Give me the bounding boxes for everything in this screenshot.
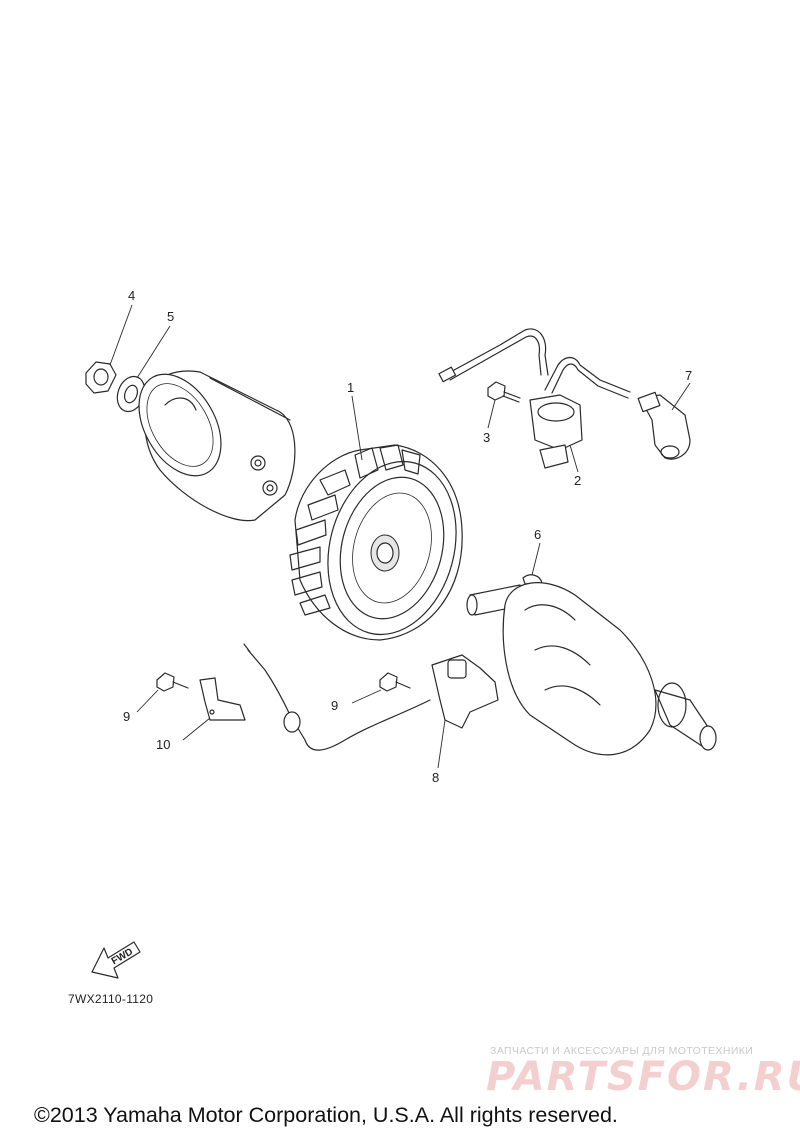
part-1-flywheel (289, 395, 463, 641)
part-10-bracket (182, 677, 246, 741)
callout-1: 1 (347, 380, 354, 395)
callout-9a: 9 (123, 709, 130, 724)
part-9-bolt-b (351, 672, 411, 704)
callout-8: 8 (432, 770, 439, 785)
callout-9b: 9 (331, 698, 338, 713)
callout-6: 6 (534, 527, 541, 542)
part-7-plug-cap (637, 382, 691, 460)
starter-cup (138, 370, 296, 522)
callout-10: 10 (156, 737, 170, 752)
diagram-code: 7WX2110-1120 (68, 992, 154, 1006)
callout-4: 4 (128, 288, 135, 303)
part-8-pulser-coil (243, 643, 499, 769)
callout-3: 3 (483, 430, 490, 445)
part-9-bolt-a (136, 672, 189, 713)
part-2-ignition-coil (438, 328, 631, 473)
callout-5: 5 (167, 309, 174, 324)
copyright-notice: ©2013 Yamaha Motor Corporation, U.S.A. A… (34, 1103, 618, 1127)
fwd-label: FWD (110, 946, 135, 967)
crankshaft (466, 582, 717, 756)
watermark-brand: PARTSFOR.RU (486, 1054, 800, 1100)
callout-2: 2 (574, 473, 581, 488)
part-3-bolt (487, 381, 521, 429)
part-6-woodruff-key (522, 542, 543, 585)
part-5-washer (116, 325, 171, 413)
part-4-nut (85, 304, 133, 394)
callout-7: 7 (685, 368, 692, 383)
fwd-arrow-icon: FWD (91, 941, 141, 979)
watermark-tagline: ЗАПЧАСТИ И АКСЕССУАРЫ ДЛЯ МОТОТЕХНИКИ (490, 1045, 754, 1057)
